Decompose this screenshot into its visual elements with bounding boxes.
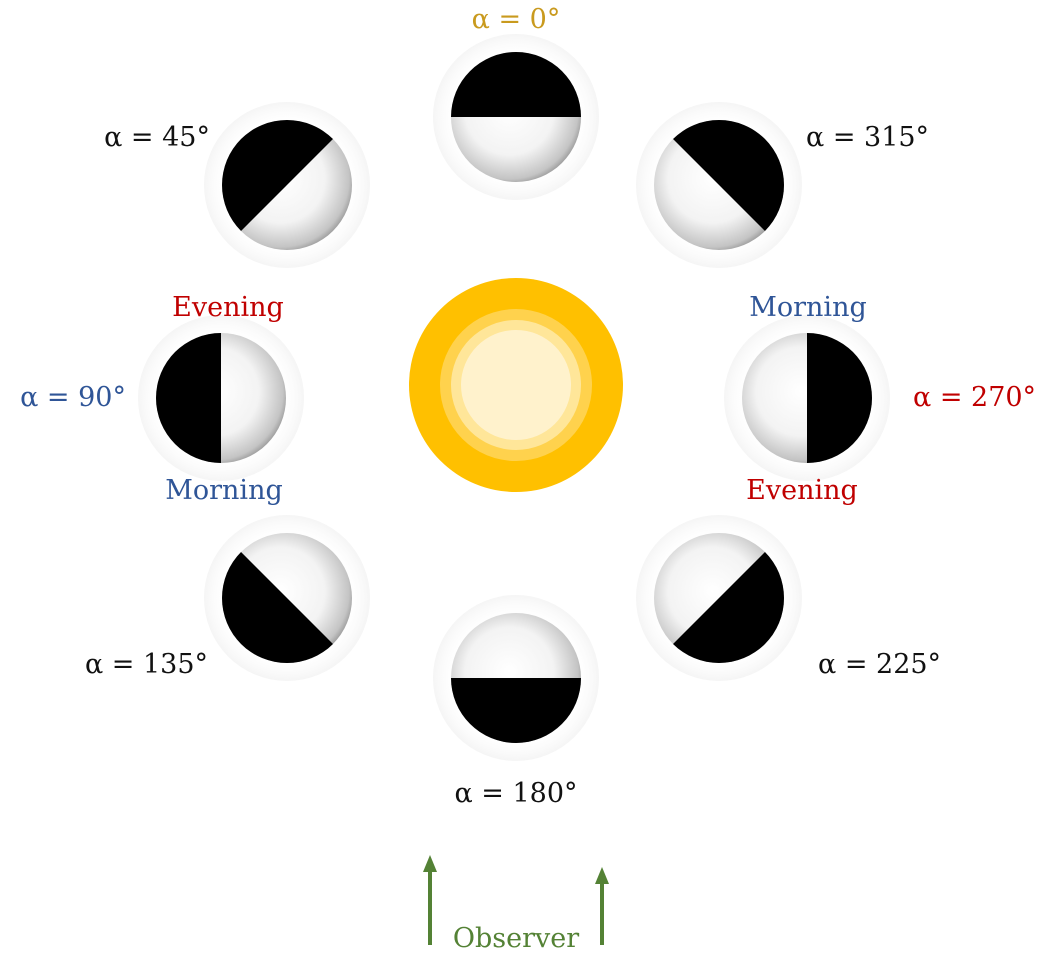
angle-label-315: α = 315° — [806, 122, 929, 153]
moon-135 — [204, 515, 370, 681]
moon-dark-half — [673, 552, 784, 663]
angle-label-0: α = 0° — [472, 4, 561, 35]
moon-315 — [636, 102, 802, 268]
arrow-up-icon — [595, 867, 609, 945]
angle-label-180: α = 180° — [454, 778, 577, 809]
angle-label-90: α = 90° — [20, 382, 126, 413]
sun-core — [461, 330, 571, 440]
angle-label-135: α = 135° — [85, 649, 208, 680]
angle-label-270: α = 270° — [913, 382, 1036, 413]
moon-225 — [636, 515, 802, 681]
moon-dark-half — [451, 678, 581, 743]
arrow-up-icon — [423, 855, 437, 945]
morning-label-left: Morning — [165, 475, 283, 506]
evening-label-left: Evening — [172, 292, 284, 323]
moon-270 — [724, 315, 890, 481]
morning-label-right: Morning — [749, 292, 867, 323]
moon-0 — [433, 34, 599, 200]
moon-dark-half — [156, 333, 221, 463]
moon-45 — [204, 102, 370, 268]
angle-label-45: α = 45° — [104, 122, 210, 153]
moon-dark-half — [807, 333, 872, 463]
moon-group — [138, 34, 890, 761]
evening-label-right: Evening — [746, 475, 858, 506]
angle-label-225: α = 225° — [818, 649, 941, 680]
moon-180 — [433, 595, 599, 761]
moon-dark-half — [222, 120, 333, 231]
moon-dark-half — [451, 52, 581, 117]
sun-icon — [409, 278, 623, 492]
moon-dark-half — [673, 120, 784, 231]
moon-dark-half — [222, 552, 333, 663]
observer-label: Observer — [453, 923, 579, 954]
moon-90 — [138, 315, 304, 481]
